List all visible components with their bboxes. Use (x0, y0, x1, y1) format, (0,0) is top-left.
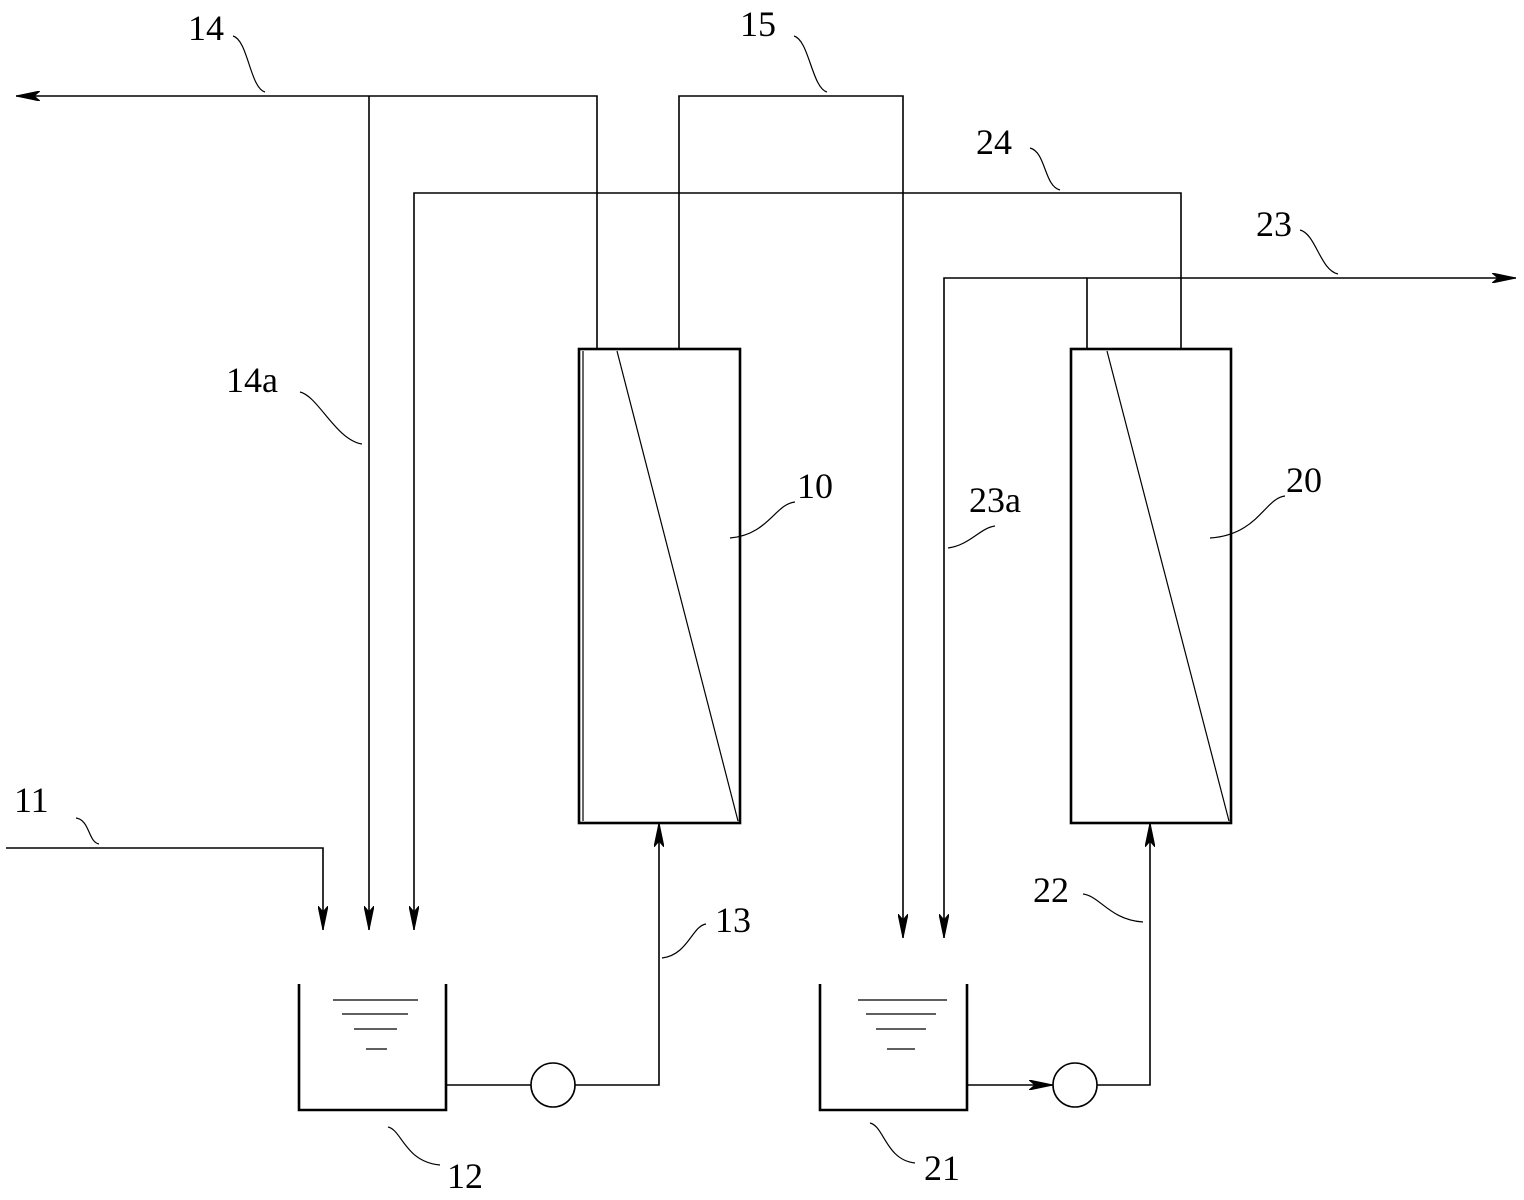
tank-12-body (297, 984, 448, 1112)
label-22: 22 (1033, 870, 1069, 910)
column-10-diagonal (616, 350, 739, 822)
label-14a: 14a (226, 360, 278, 400)
column-20-diagonal (1106, 350, 1230, 822)
leader-20 (1209, 495, 1286, 539)
label-21: 21 (924, 1148, 960, 1188)
label-12: 12 (447, 1156, 483, 1196)
line-24-recycle (414, 192, 1182, 930)
leader-13 (661, 923, 707, 959)
tank-21 (818, 984, 969, 1112)
leader-23 (1299, 229, 1339, 275)
label-14: 14 (188, 8, 224, 48)
line-11-feed (6, 847, 323, 930)
tank-12 (297, 984, 448, 1112)
leader-22 (1082, 893, 1144, 923)
label-15: 15 (740, 4, 776, 44)
leader-23a (947, 525, 996, 549)
line-13-feed-column-10 (575, 823, 659, 1086)
column-20 (1069, 347, 1233, 825)
leader-15 (793, 35, 828, 93)
leader-14 (232, 35, 266, 93)
line-23-product (1086, 278, 1516, 349)
label-23a: 23a (969, 480, 1021, 520)
column-10-body (577, 347, 742, 825)
leader-11 (75, 817, 100, 845)
label-24: 24 (976, 122, 1012, 162)
line-15-transfer (678, 95, 903, 938)
leader-10 (729, 501, 796, 539)
label-23: 23 (1256, 204, 1292, 244)
pump-2 (1052, 1062, 1098, 1108)
line-14-overhead (16, 96, 598, 349)
leader-12 (387, 1126, 441, 1166)
leader-21 (869, 1122, 916, 1164)
column-10 (577, 347, 742, 825)
column-20-body (1069, 347, 1233, 825)
line-22-feed-column-20 (1097, 823, 1150, 1086)
tank-21-body (818, 984, 969, 1112)
label-20: 20 (1286, 460, 1322, 500)
label-10: 10 (797, 466, 833, 506)
leader-14a (299, 391, 363, 445)
line-23a-return (944, 277, 1087, 938)
label-11: 11 (14, 780, 49, 820)
label-13: 13 (715, 900, 751, 940)
leader-24 (1029, 147, 1061, 191)
pump-1 (530, 1062, 576, 1108)
